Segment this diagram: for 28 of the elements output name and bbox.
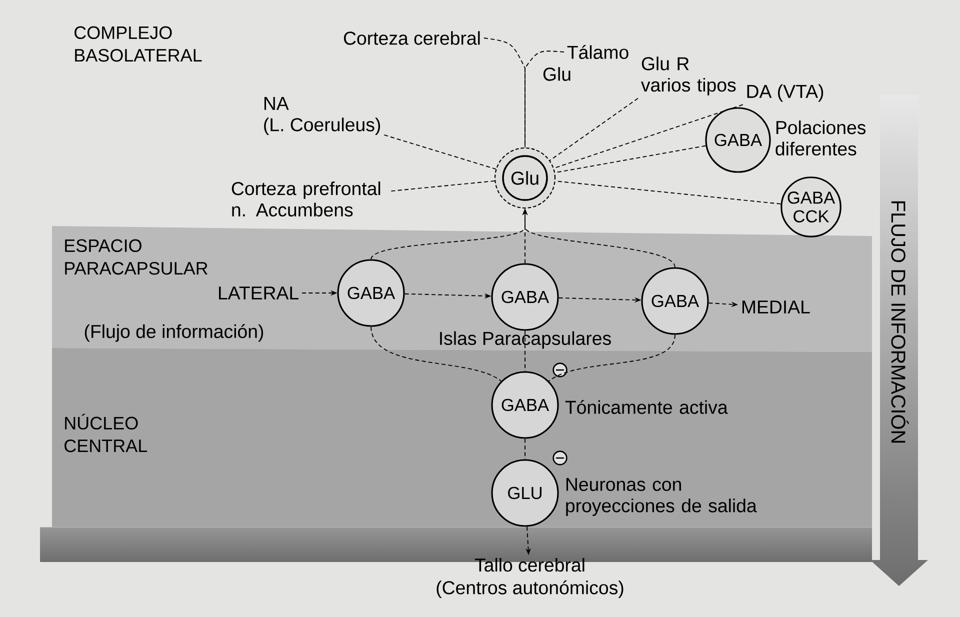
- connector: [553, 104, 744, 169]
- node-label: Glu R varios tipos: [641, 56, 736, 96]
- region-label: COMPLEJO BASOLATERAL: [74, 26, 202, 62]
- group-label: Islas Paracapsulares: [440, 331, 611, 349]
- connector: [549, 98, 638, 161]
- connector: [554, 145, 706, 174]
- beside-text: Polaciones diferentes: [776, 120, 866, 156]
- region-label: ESPACIO PARACAPSULAR: [65, 239, 208, 275]
- node-label: MEDIAL: [742, 300, 810, 314]
- connector: [524, 50, 564, 148]
- node-label: DA (VTA): [747, 84, 824, 102]
- node-label: Corteza cerebral: [344, 31, 480, 45]
- connector: [390, 180, 496, 192]
- node-label: Tálamo: [567, 45, 628, 59]
- node-label: NA (L. Coeruleus): [264, 96, 380, 136]
- beside-text: Neuronas con proyecciones de salida: [566, 478, 757, 516]
- connector: [483, 38, 526, 148]
- node-label: LATERAL: [219, 286, 298, 300]
- node-label: Corteza prefrontal n. Accumbens: [232, 181, 380, 217]
- connector: [370, 326, 502, 382]
- connector: [548, 334, 676, 382]
- connector: [384, 134, 496, 170]
- beside-text: Tónicamente activa: [565, 400, 728, 414]
- node-label: Tallo cerebral (Centros autonómicos): [436, 558, 624, 598]
- region-label: NÚCLEO CENTRAL: [64, 414, 148, 452]
- vertical-label: FLUJO DE INFORMACIÓN: [891, 201, 909, 443]
- signal-label: Glu: [543, 67, 570, 81]
- note-text: (Flujo de información): [84, 324, 264, 342]
